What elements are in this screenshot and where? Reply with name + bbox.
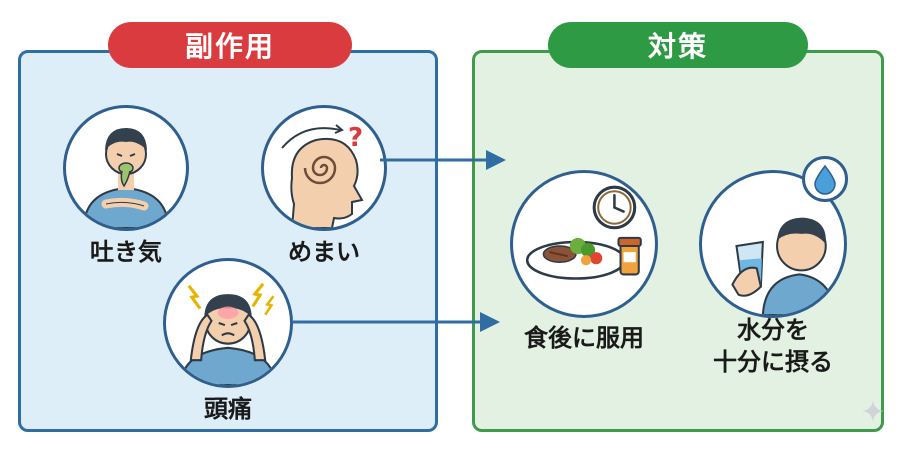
nausea-person-icon <box>63 105 189 231</box>
arrow-lower <box>292 312 500 332</box>
arrow-upper <box>380 150 506 170</box>
headache-person-icon <box>163 258 293 388</box>
meal-clock-medicine-icon <box>510 170 658 318</box>
dizziness-label: めまい <box>288 238 360 266</box>
water-drop-icon <box>802 156 848 202</box>
water-label-line2: 十分に摂る <box>713 348 833 376</box>
svg-text:?: ? <box>348 123 363 153</box>
sparkle-icon <box>862 400 884 422</box>
water-label-line1: 水分を <box>737 316 809 344</box>
side-effects-title: 副作用 <box>108 22 352 68</box>
meal-label: 食後に服用 <box>524 324 644 352</box>
nausea-label: 吐き気 <box>90 238 162 266</box>
headache-label: 頭痛 <box>204 395 252 423</box>
countermeasures-title: 対策 <box>548 22 808 68</box>
water-label: 水分を 十分に摂る <box>694 314 852 378</box>
dizzy-head-icon: ? <box>261 105 387 231</box>
